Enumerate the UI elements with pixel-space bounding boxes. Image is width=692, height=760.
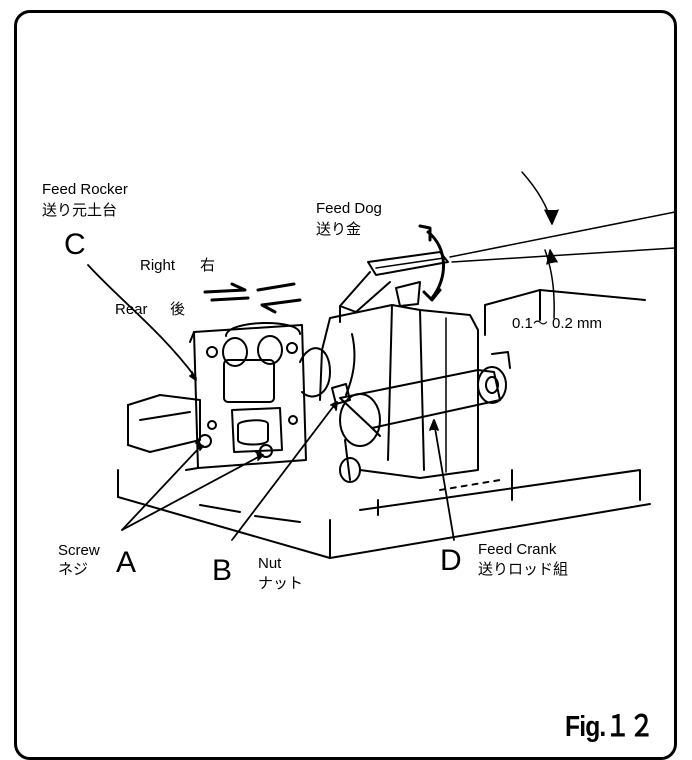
feed-housing xyxy=(299,304,479,479)
letter-a: A xyxy=(116,546,137,579)
screw-label: Screw xyxy=(58,542,100,559)
right-jp-label: 右 xyxy=(200,256,216,274)
nut-jp-label: ナット xyxy=(258,574,304,592)
feed-dog-jp-label: 送り金 xyxy=(316,220,362,238)
feed-crank-jp-label: 送りロッド組 xyxy=(478,560,569,578)
letter-c: C xyxy=(64,228,86,261)
rear-bed xyxy=(484,289,646,336)
rear-label: Rear xyxy=(115,301,148,318)
feed-dog-label: Feed Dog xyxy=(316,200,382,217)
motion-arc-arrow xyxy=(418,224,445,302)
leader-c xyxy=(87,264,197,379)
machine-bed xyxy=(117,469,651,559)
clearance-label: 0.1～ 0.2 mm xyxy=(512,315,603,332)
screw-jp-label: ネジ xyxy=(58,560,89,578)
rear-jp-label: 後 xyxy=(170,300,186,318)
feed-rocker-jp-label: 送り元土台 xyxy=(42,201,118,219)
direction-arrows xyxy=(203,282,302,314)
letter-d: D xyxy=(440,544,462,577)
leader-a1 xyxy=(121,446,201,531)
feed-rocker-label: Feed Rocker xyxy=(42,181,128,198)
feed-crank xyxy=(331,351,511,483)
clearance-dimension xyxy=(449,171,676,319)
feed-bar xyxy=(127,394,201,453)
leader-a2 xyxy=(121,454,263,531)
feed-rocker-body xyxy=(185,321,307,471)
feed-dog xyxy=(339,251,449,323)
letter-b: B xyxy=(212,554,233,587)
leader-d xyxy=(433,421,455,541)
feed-crank-label: Feed Crank xyxy=(478,541,557,558)
nut-label: Nut xyxy=(258,555,282,572)
right-label: Right xyxy=(140,257,176,274)
leader-b xyxy=(231,402,337,541)
figure-number: Fig.１２ xyxy=(565,711,654,743)
leader-lines xyxy=(87,264,455,541)
